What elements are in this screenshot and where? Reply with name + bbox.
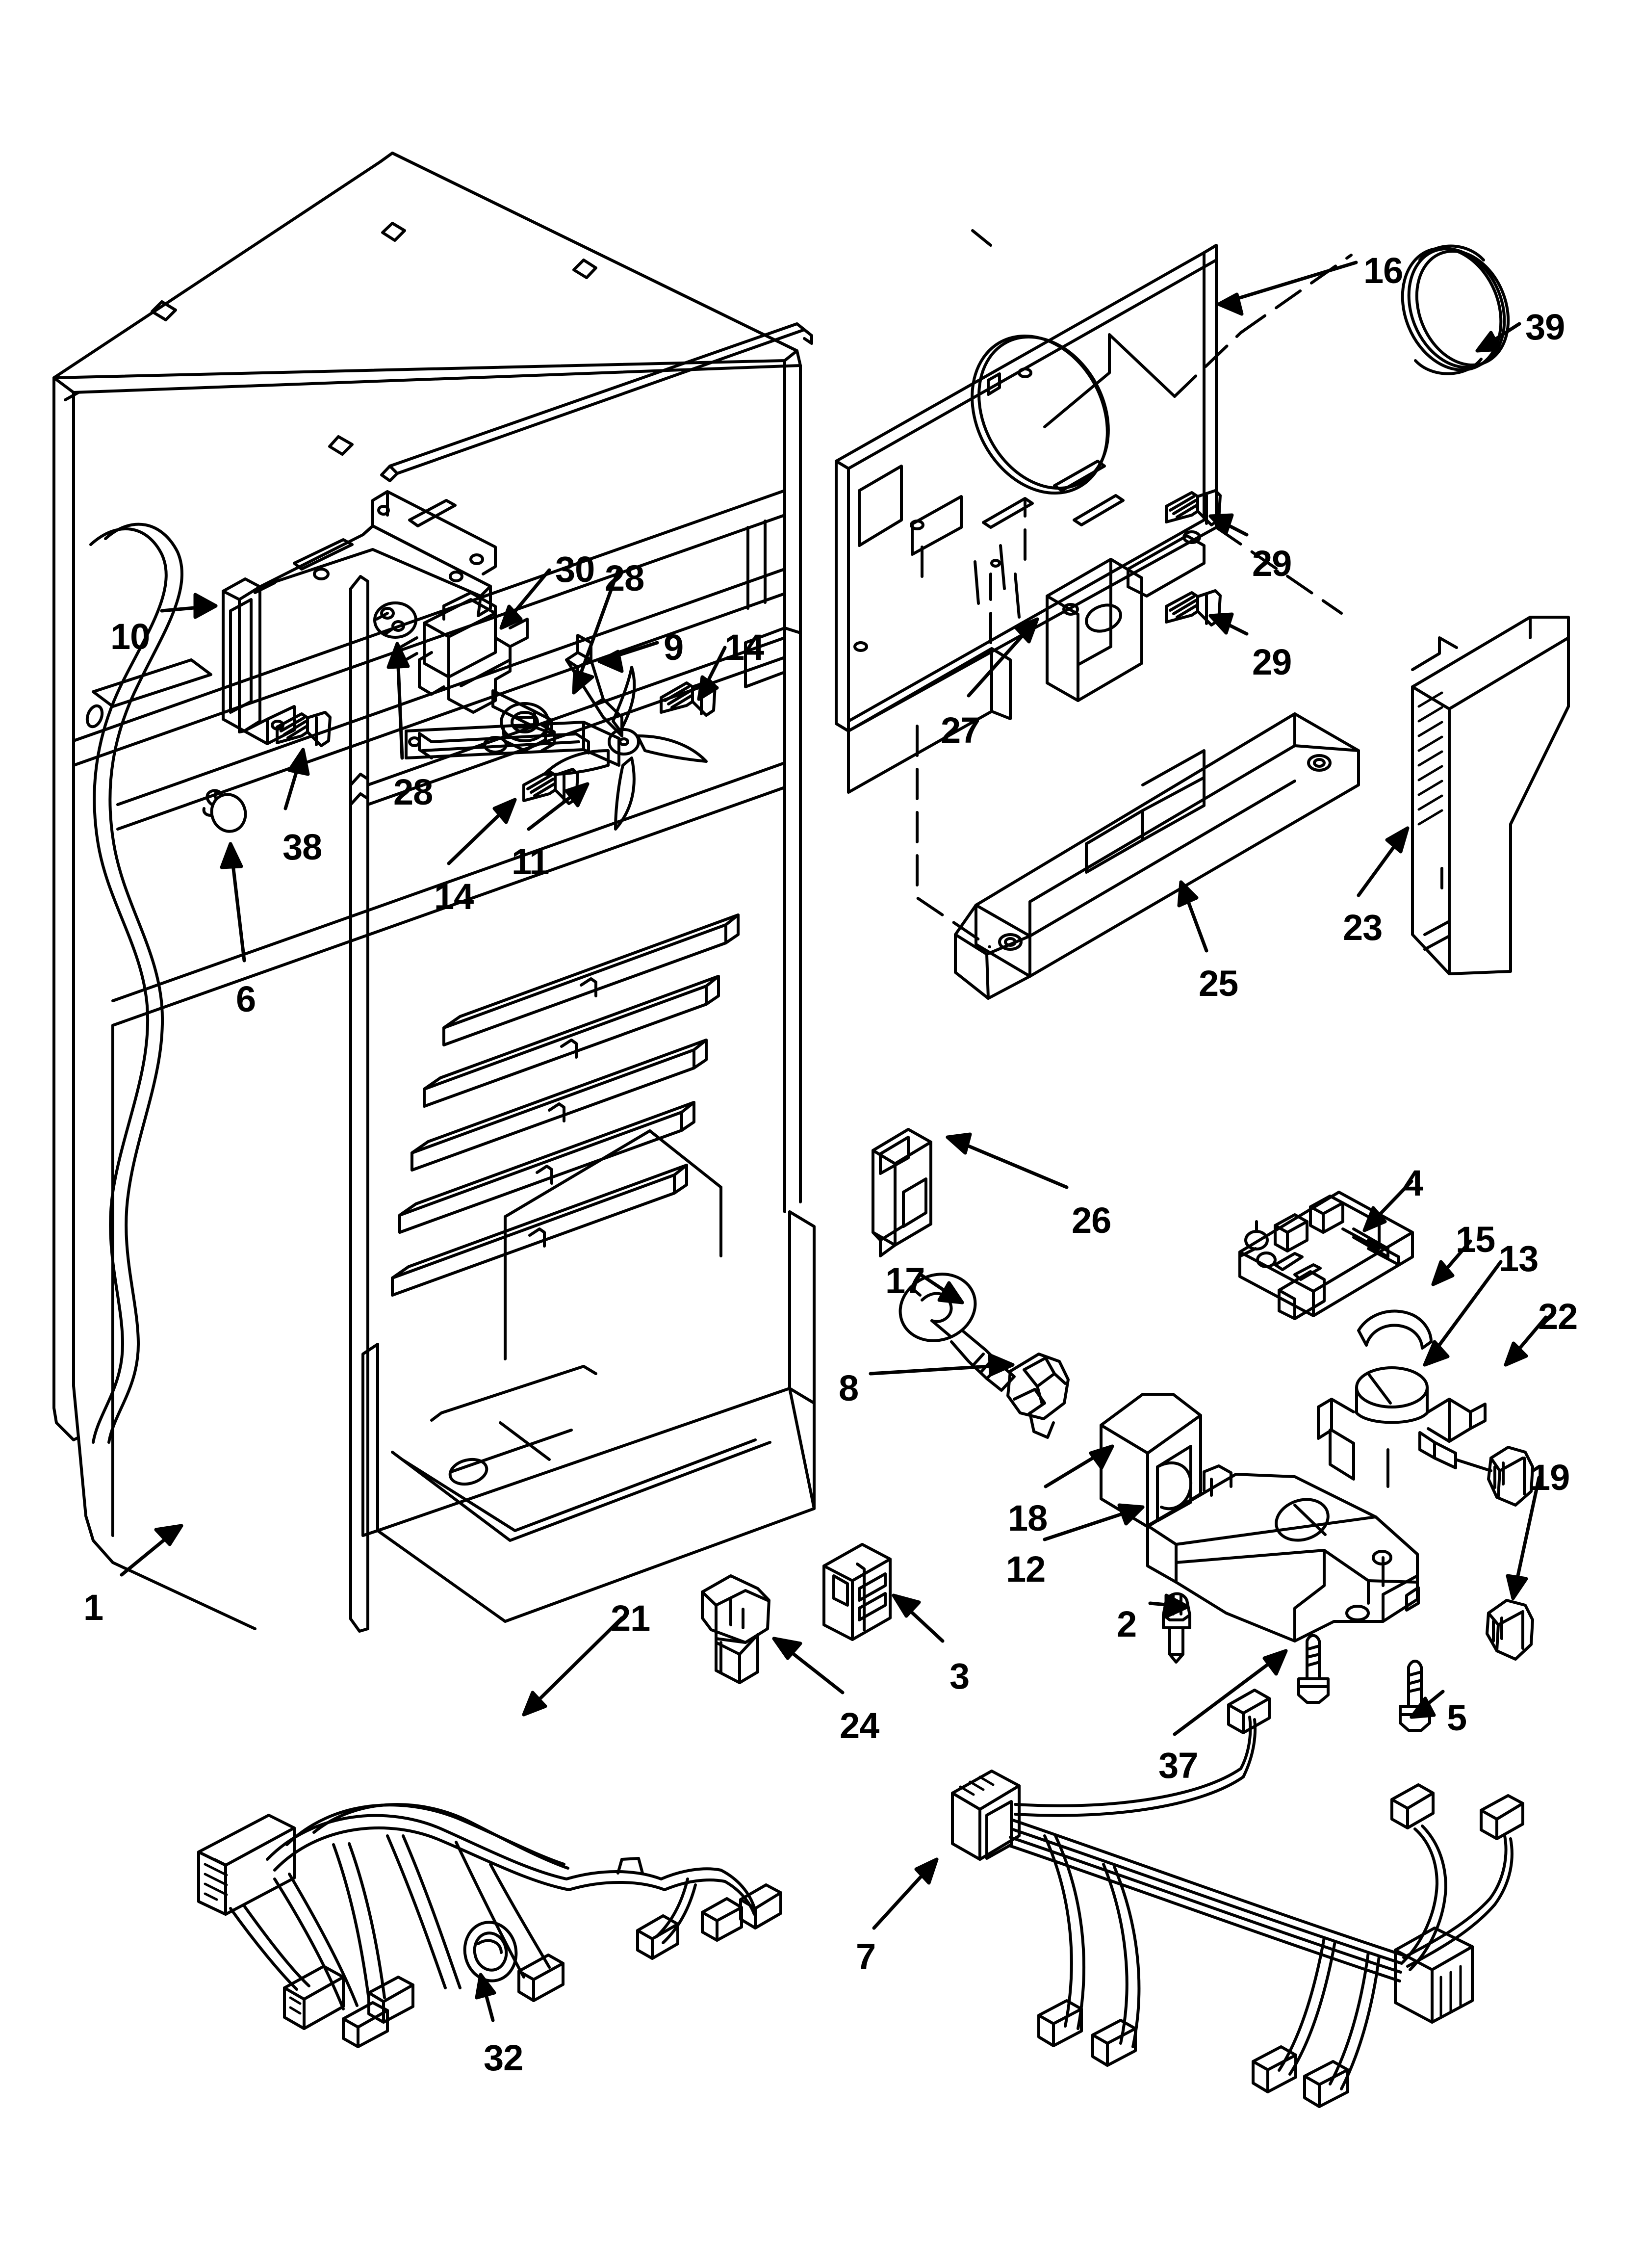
callout-28b: 28 [393, 772, 433, 812]
callout-30: 30 [555, 549, 595, 590]
terminal-block-connector [822, 1543, 892, 1641]
callout-27: 27 [941, 710, 980, 751]
callout-9: 9 [664, 627, 684, 668]
callout-26: 26 [1072, 1200, 1111, 1241]
callout-39: 39 [1525, 307, 1565, 347]
callout-5: 5 [1447, 1697, 1467, 1738]
relay-connector [701, 1574, 770, 1684]
callout-22: 22 [1538, 1296, 1578, 1337]
shelf-rail-group [391, 913, 740, 1297]
callout-32: 32 [484, 2037, 523, 2078]
evaporator-fan-motor [398, 591, 553, 735]
light-socket [1006, 1353, 1070, 1439]
callout-10: 10 [110, 616, 150, 657]
wire-connector-19 [1486, 1599, 1534, 1661]
callout-7: 7 [856, 1936, 876, 1977]
callout-24: 24 [840, 1705, 879, 1746]
drain-trough-cover [954, 712, 1360, 1000]
top-crossmember [254, 490, 497, 617]
callout-13: 13 [1499, 1238, 1539, 1279]
wire-shield [1357, 1309, 1433, 1350]
panel-screw-group [1165, 489, 1222, 626]
callout-14: 14 [724, 627, 764, 668]
callout-12: 12 [1006, 1549, 1046, 1590]
callout-6: 6 [236, 979, 256, 1019]
callout-3: 3 [949, 1656, 970, 1696]
callout-11: 11 [512, 841, 549, 882]
cabinet-liner-group [52, 152, 816, 1633]
side-trim-panel [1411, 616, 1570, 975]
callout-25: 25 [1199, 963, 1238, 1004]
callout-19: 19 [1530, 1457, 1570, 1498]
fan-shroud-ring [1401, 244, 1510, 375]
callout-16: 16 [1363, 250, 1403, 291]
callout-29b: 29 [1252, 642, 1292, 682]
capacitor-cover [872, 1128, 932, 1257]
electronic-control-board [1238, 1191, 1414, 1320]
callout-17: 17 [885, 1260, 925, 1301]
mounting-screw-group [1297, 1634, 1431, 1732]
secondary-wire-harness [197, 1803, 782, 2048]
wire-harness-grommet [463, 1921, 518, 1982]
callout-8: 8 [839, 1368, 859, 1408]
callout-23: 23 [1343, 907, 1383, 948]
rear-machine-compartment-panel [835, 229, 1353, 948]
callout-28: 28 [605, 558, 644, 599]
callout-2: 2 [1117, 1604, 1137, 1644]
callout-15: 15 [1456, 1219, 1495, 1260]
callout-37: 37 [1158, 1745, 1198, 1786]
main-wire-harness [951, 1689, 1524, 2108]
drain-pan [1146, 1464, 1420, 1642]
callout-4: 4 [1403, 1163, 1423, 1203]
leader-line-group [120, 261, 1548, 2022]
callout-29: 29 [1252, 543, 1292, 584]
light-shield [1100, 1393, 1202, 1528]
fan-motor-bushing [373, 601, 417, 639]
callout-38: 38 [282, 827, 322, 867]
callout-14b: 14 [434, 876, 474, 917]
terminal-cover [1487, 1446, 1534, 1507]
callout-1: 1 [83, 1587, 103, 1628]
plug-button [202, 789, 247, 833]
defrost-thermostat [1317, 1366, 1492, 1488]
callout-18: 18 [1008, 1498, 1048, 1538]
callout-21: 21 [611, 1598, 650, 1639]
shelf-support-bracket [222, 577, 296, 745]
